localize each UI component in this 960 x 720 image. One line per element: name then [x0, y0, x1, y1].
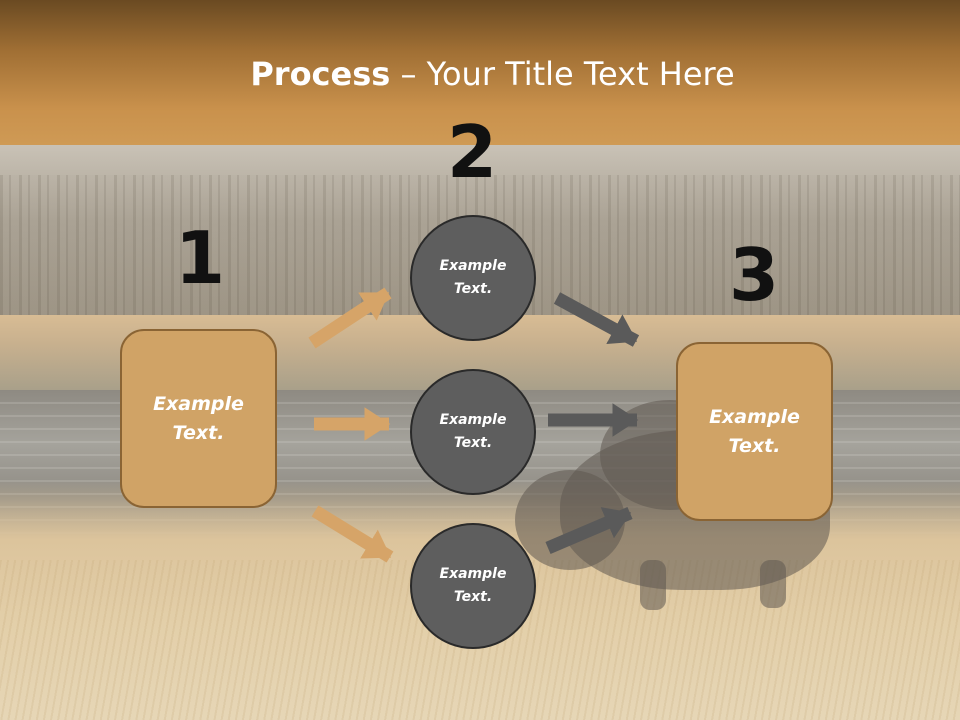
circle-text: Example Text. — [423, 563, 523, 609]
box-text-line: Text. — [728, 434, 781, 457]
circle-text: Example Text. — [423, 409, 523, 455]
step-2-circle-top[interactable]: Example Text. — [410, 215, 536, 341]
circle-text-line: Example — [439, 566, 507, 582]
circle-text-line: Text. — [453, 281, 493, 297]
step-1-box[interactable]: Example Text. — [120, 329, 277, 508]
box-text-line: Example — [709, 405, 800, 428]
title-bold: Process — [250, 55, 391, 93]
box-text-line: Text. — [172, 421, 225, 444]
title-rest: – Your Title Text Here — [390, 55, 735, 93]
bison-leg — [760, 560, 786, 608]
arrow-bottom-to-3 — [545, 507, 633, 554]
step-3-box-text: Example Text. — [695, 403, 815, 461]
step-2-circle-middle[interactable]: Example Text. — [410, 369, 536, 495]
bison-leg — [640, 560, 666, 610]
box-text-line: Example — [153, 392, 244, 415]
arrow-1-to-top — [308, 287, 392, 349]
step-2-circle-bottom[interactable]: Example Text. — [410, 523, 536, 649]
step-number-1: 1 — [174, 216, 226, 300]
circle-text-line: Text. — [453, 435, 493, 451]
arrow-top-to-3 — [553, 292, 640, 347]
step-1-box-text: Example Text. — [139, 390, 259, 448]
title-bar — [0, 0, 960, 145]
step-number-3: 3 — [728, 233, 780, 317]
circle-text-line: Text. — [453, 589, 493, 605]
circle-text-line: Example — [439, 412, 507, 428]
circle-text-line: Example — [439, 258, 507, 274]
step-number-2: 2 — [446, 110, 498, 194]
arrow-1-to-bottom — [311, 505, 394, 563]
step-3-box[interactable]: Example Text. — [676, 342, 833, 521]
slide-title[interactable]: Process – Your Title Text Here — [0, 52, 960, 96]
circle-text: Example Text. — [423, 255, 523, 301]
